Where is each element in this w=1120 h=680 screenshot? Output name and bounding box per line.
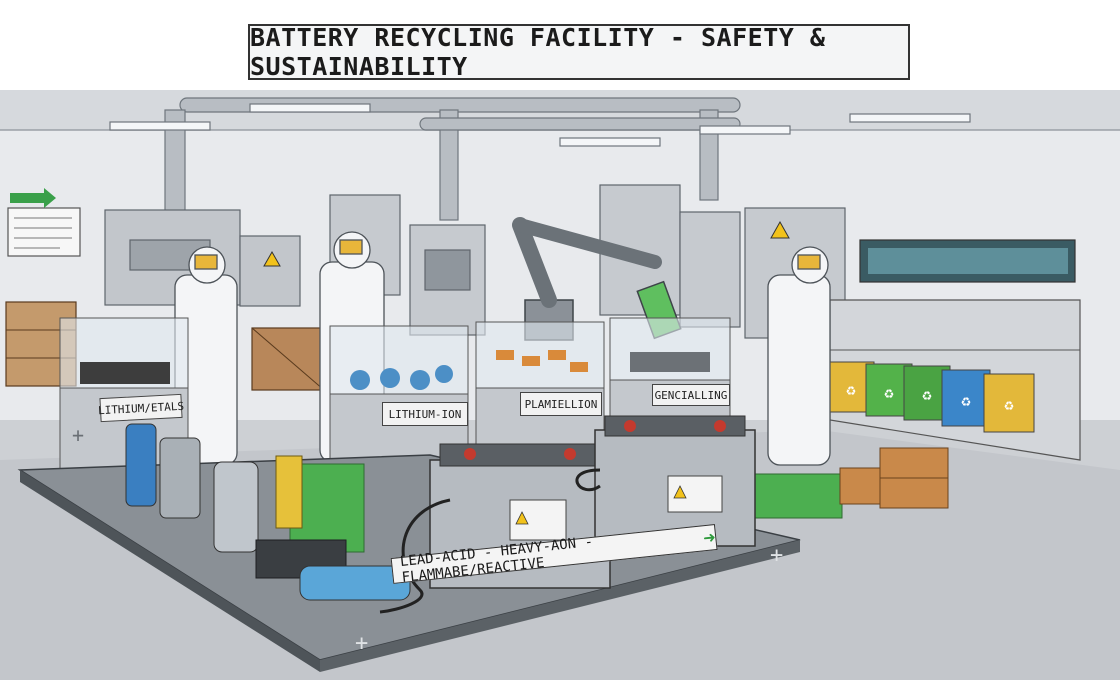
worker-left	[174, 246, 238, 466]
bin-label-lithium-ion: LITHIUM-ION	[382, 402, 468, 426]
info-panel	[859, 239, 1076, 283]
svg-text:+: +	[355, 631, 368, 656]
lead-acid-battery-2	[594, 415, 756, 547]
svg-text:+: +	[770, 543, 783, 568]
ceiling-lights	[109, 103, 971, 147]
wooden-crate	[251, 327, 325, 391]
battery-orange-stack	[839, 447, 949, 509]
page-title: BATTERY RECYCLING FACILITY - SAFETY & SU…	[248, 23, 910, 81]
battery-cell-blue	[125, 423, 157, 507]
battery-pack-yellow	[275, 455, 303, 529]
sorting-bin-1: +	[59, 317, 189, 479]
machinery-left	[104, 209, 301, 307]
bin-label-gencialling: GENCIALLING	[652, 384, 730, 406]
green-arrow-icon	[10, 188, 56, 208]
warning-triangle-icon	[263, 220, 790, 267]
svg-text:♻: ♻	[884, 383, 894, 402]
battery-cables	[379, 468, 601, 614]
svg-text:♻: ♻	[1004, 395, 1014, 414]
svg-text:♻: ♻	[846, 380, 856, 399]
recycling-bin-yellow-2: ♻	[983, 373, 1035, 433]
worker-right	[767, 246, 831, 466]
notice-board	[7, 207, 81, 257]
bin-label-plamiellion: PLAMIELLION	[520, 392, 602, 416]
svg-text:♻: ♻	[922, 385, 932, 404]
battery-cell-steel	[213, 461, 259, 553]
battery-cell-cylinder	[299, 565, 411, 601]
svg-text:+: +	[72, 423, 84, 447]
recycling-bin-blue: ♻	[941, 369, 991, 427]
right-arrow-icon: ➜	[701, 525, 717, 551]
battery-cell-grey	[159, 437, 201, 519]
battery-green-small	[751, 473, 843, 519]
bin-label-lithium-etals: LITHIUM/ETALS	[98, 393, 184, 423]
svg-text:♻: ♻	[961, 391, 971, 410]
